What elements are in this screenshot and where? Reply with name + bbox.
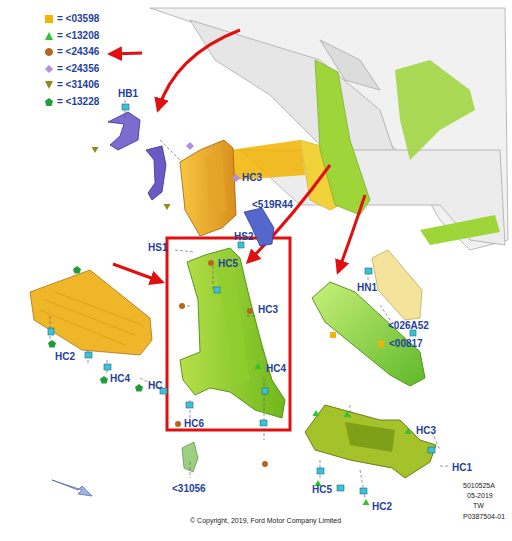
callout-label: HS1: [148, 243, 167, 253]
callout-label: HC6: [184, 419, 204, 429]
callout-label: HC3: [242, 173, 262, 183]
legend-swatch-shape: [45, 48, 53, 56]
legend-swatch: [44, 31, 54, 41]
callout-label: HC1: [452, 463, 472, 473]
legend-text: = <13208: [57, 31, 99, 41]
callout-label: HC: [148, 381, 162, 391]
legend-text: = <24356: [57, 64, 99, 74]
note-text: TW: [473, 502, 484, 509]
callout-label: HC2: [55, 352, 75, 362]
callout-label: HC5: [218, 259, 238, 269]
note-text: © Copyright, 2019, Ford Motor Company Li…: [190, 517, 341, 524]
legend-row: = <03598: [44, 14, 99, 24]
legend-swatch: [44, 80, 54, 90]
legend-text: = <03598: [57, 14, 99, 24]
legend-swatch: [44, 97, 54, 107]
legend-row: = <31406: [44, 80, 99, 90]
callout-label: HC3: [416, 426, 436, 436]
callout-label: HS2: [234, 232, 253, 242]
callout-label: HC4: [110, 374, 130, 384]
callout-label: <026A52: [388, 321, 429, 331]
legend-row: = <13228: [44, 97, 99, 107]
callout-label: <31056: [172, 484, 206, 494]
legend-swatch-shape: [45, 15, 53, 23]
callout-label: <519R44: [252, 200, 293, 210]
callout-label: HN1: [357, 283, 377, 293]
legend-swatch: [44, 14, 54, 24]
legend-text: = <24346: [57, 47, 99, 57]
legend-row: = <13208: [44, 31, 99, 41]
callout-label: HC5: [312, 485, 332, 495]
legend-swatch-shape: [45, 98, 53, 106]
legend-row: = <24356: [44, 64, 99, 74]
note-text: P0387504-01: [463, 513, 505, 520]
legend-swatch-shape: [45, 81, 53, 89]
legend-text: = <31406: [57, 80, 99, 90]
note-text: 05-2019: [467, 492, 493, 499]
callout-label: <00817: [389, 339, 423, 349]
legend-text: = <13228: [57, 97, 99, 107]
legend-swatch: [44, 64, 54, 74]
callout-label: HC4: [266, 364, 286, 374]
callout-label: HB1: [118, 89, 138, 99]
note-text: 5010525A: [463, 482, 495, 489]
legend-swatch-shape: [45, 65, 53, 73]
callout-label: HC3: [258, 305, 278, 315]
callout-label: HC2: [372, 502, 392, 512]
legend-swatch: [44, 47, 54, 57]
legend-swatch-shape: [45, 32, 53, 40]
legend-row: = <24346: [44, 47, 99, 57]
